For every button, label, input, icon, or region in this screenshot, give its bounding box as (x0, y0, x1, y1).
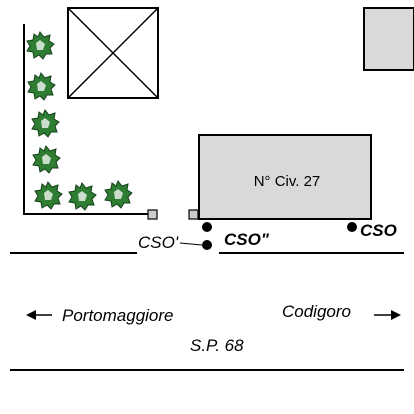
tree-icon (34, 181, 63, 210)
small-square-icon (188, 209, 199, 220)
arrow-right-icon (374, 310, 401, 320)
adjacent-building (363, 7, 414, 71)
cso-double-prime-label: CSO" (224, 230, 270, 249)
tree-icon (27, 72, 56, 101)
arrow-left-icon (26, 310, 52, 320)
tree-icon (31, 109, 60, 138)
direction-portomaggiore: Portomaggiore (62, 306, 174, 325)
cso-marker (347, 222, 357, 232)
cso-double-prime-marker (202, 222, 212, 232)
property-boundary (23, 24, 148, 215)
cso-label: CSO (360, 221, 397, 240)
road-name: S.P. 68 (190, 336, 244, 355)
small-square-icon (147, 209, 158, 220)
cso-prime-label: CSO' (138, 233, 179, 252)
cso-prime-leader (179, 242, 203, 246)
tree-icon (68, 182, 97, 211)
tree-icon (104, 180, 133, 209)
tree-icon (26, 31, 55, 60)
crossed-box-icon (67, 7, 159, 99)
tree-group (26, 31, 133, 211)
building-civ-27: N° Civ. 27 (198, 134, 372, 220)
tree-icon (32, 145, 61, 174)
cso-prime-marker (202, 240, 212, 250)
direction-codigoro: Codigoro (282, 302, 351, 321)
building-label: N° Civ. 27 (254, 173, 321, 190)
